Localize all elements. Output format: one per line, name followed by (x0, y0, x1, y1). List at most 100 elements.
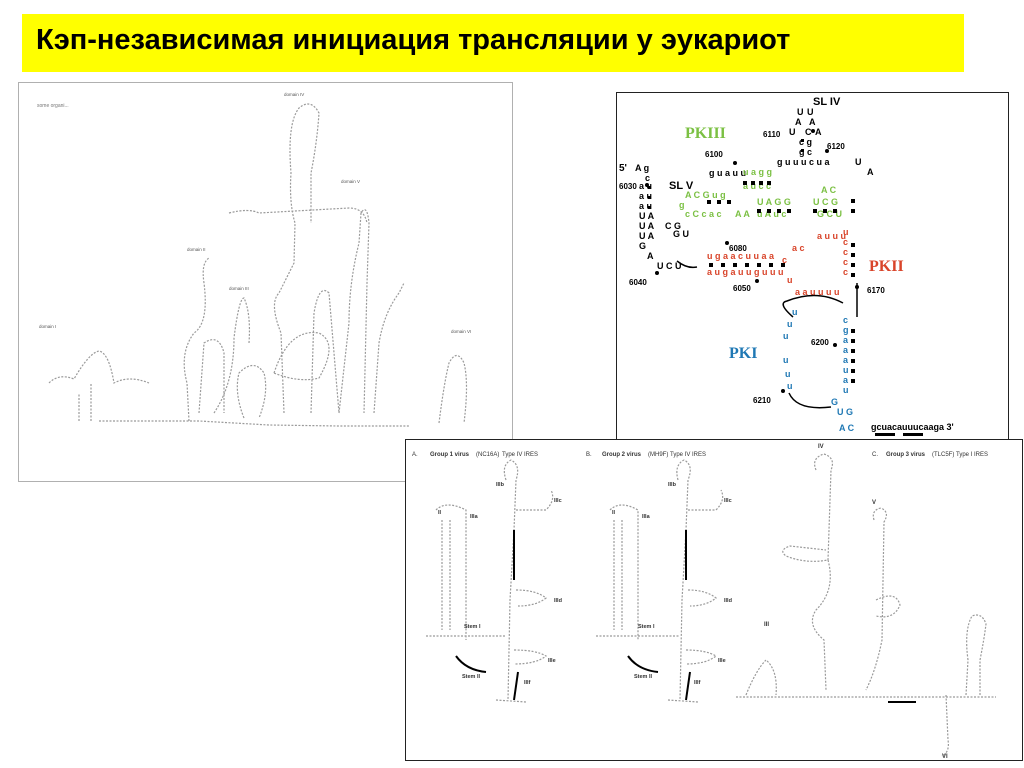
domain-label-vi: domain VI (451, 329, 471, 334)
svg-text:G C U: G C U (817, 209, 842, 219)
ires-structure-svg-left: some organi... domain IV domain V domain… (37, 92, 471, 427)
svg-text:A: A (647, 251, 654, 261)
svg-text:U: U (855, 157, 862, 167)
svg-text:c C c a c: c C c a c (685, 209, 722, 219)
pos-6120: 6120 (827, 142, 845, 151)
svg-text:c: c (843, 257, 848, 267)
svg-text:u a g g: u a g g (743, 167, 772, 177)
svg-text:g: g (679, 200, 685, 210)
svg-text:a a u u u u: a a u u u u (795, 287, 840, 297)
svg-text:A C: A C (839, 423, 855, 433)
three-prime-sequence: gcuacauuucaaga 3' (871, 422, 954, 432)
pos-6080: 6080 (729, 244, 747, 253)
group-c-vi: VI (942, 754, 948, 760)
svg-text:G: G (639, 241, 646, 251)
svg-text:a c: a c (792, 243, 805, 253)
pos-6170: 6170 (867, 286, 885, 295)
title-banner: Кэп-независимая инициация трансляции у э… (22, 14, 964, 72)
svg-text:c: c (843, 267, 848, 277)
group-b-iiie: IIIe (718, 658, 726, 664)
pos-6050: 6050 (733, 284, 751, 293)
corner-label: some organi... (37, 103, 69, 109)
svg-text:u: u (787, 275, 793, 285)
svg-text:a: a (843, 355, 849, 365)
pos-6030: 6030 (619, 182, 637, 191)
svg-text:g u a u u: g u a u u (709, 168, 746, 178)
svg-text:u: u (785, 369, 791, 379)
svg-text:g c: g c (799, 147, 812, 157)
svg-text:U C G: U C G (813, 197, 838, 207)
pseudoknot-svg: SL IV 5' SL V A g c a u a u a u U A U A … (619, 96, 954, 436)
svg-text:G: G (831, 397, 838, 407)
svg-text:C: C (805, 127, 812, 137)
group-b-letter: B. (586, 452, 592, 458)
group-b-type: Type IV IRES (670, 452, 706, 458)
svg-text:u: u (843, 385, 849, 395)
slide-title: Кэп-независимая инициация трансляции у э… (36, 24, 791, 56)
svg-text:A: A (795, 117, 802, 127)
group-b-iiia: IIIa (642, 514, 651, 520)
svg-text:u: u (792, 307, 798, 317)
svg-text:a u: a u (639, 191, 652, 201)
domain-label-i: domain I (39, 324, 56, 329)
group-a-ii: II (438, 510, 442, 516)
svg-text:C G: C G (665, 221, 681, 231)
five-prime-label: 5' (619, 163, 627, 174)
svg-text:c: c (645, 173, 650, 183)
svg-text:A C G u g: A C G u g (685, 190, 726, 200)
svg-text:U C U: U C U (657, 261, 682, 271)
svg-text:A: A (809, 117, 816, 127)
group-a-letter: A. (412, 452, 418, 458)
svg-text:U: U (807, 107, 814, 117)
group-a-iiie: IIIe (548, 658, 556, 664)
svg-text:c: c (843, 315, 848, 325)
svg-text:g u u u c u a: g u u u c u a (777, 157, 830, 167)
svg-text:a: a (843, 335, 849, 345)
svg-text:c: c (782, 255, 787, 265)
group-c-v: V (872, 500, 876, 506)
pos-6100: 6100 (705, 150, 723, 159)
svg-text:u: u (783, 331, 789, 341)
domain-label-v-top: domain V (341, 179, 360, 184)
group-a-name: Group 1 virus (430, 452, 470, 458)
sl-v-label: SL V (669, 180, 694, 192)
group-a-strain: (NC16A) (476, 452, 499, 458)
pki-label: PKI (729, 345, 757, 362)
domain-label-ii: domain II (187, 247, 206, 252)
svg-text:U A: U A (639, 221, 655, 231)
pkii-label: PKII (869, 258, 904, 275)
svg-text:a u u u: a u u u (817, 231, 846, 241)
domain-label-iv: domain IV (284, 92, 304, 97)
svg-text:u g a a c u u a a: u g a a c u u a a (707, 251, 775, 261)
group-b-ii: II (612, 510, 616, 516)
svg-text:U A: U A (639, 231, 655, 241)
group-a-stem-i: Stem I (464, 624, 481, 630)
group-b-iiib: IIIb (668, 482, 677, 488)
svg-text:U A G G: U A G G (757, 197, 791, 207)
group-a-type: Type IV IRES (502, 452, 538, 458)
group-c-iii: III (764, 622, 769, 628)
pos-6200: 6200 (811, 338, 829, 347)
group-b-iiid: IIId (724, 598, 732, 604)
group-c-name: Group 3 virus (886, 452, 926, 458)
svg-text:A g: A g (635, 163, 649, 173)
group-b-name: Group 2 virus (602, 452, 642, 458)
domain-label-iii: domain III (229, 286, 249, 291)
group-a-iiic: IIIc (554, 498, 562, 504)
svg-text:c: c (843, 237, 848, 247)
svg-text:U: U (797, 107, 804, 117)
svg-text:A: A (867, 167, 874, 177)
group-a-iiid: IIId (554, 598, 562, 604)
pseudoknot-diagram: SL IV 5' SL V A g c a u a u a u U A U A … (616, 92, 1009, 441)
pos-6040: 6040 (629, 278, 647, 287)
group-c-letter: C. (872, 452, 878, 458)
svg-text:a u g a u u g u u u: a u g a u u g u u u (707, 267, 784, 277)
svg-text:a u c c: a u c c (743, 181, 771, 191)
ires-groups-diagram: A. Group 1 virus (NC16A) Type IV IRES B.… (405, 439, 1023, 761)
svg-text:U: U (789, 127, 796, 137)
svg-text:g: g (843, 325, 849, 335)
svg-text:A A: A A (735, 209, 750, 219)
ires-structure-diagram-left: some organi... domain IV domain V domain… (18, 82, 513, 482)
group-a-iiif: IIIf (524, 680, 531, 686)
pos-6110: 6110 (763, 130, 781, 139)
